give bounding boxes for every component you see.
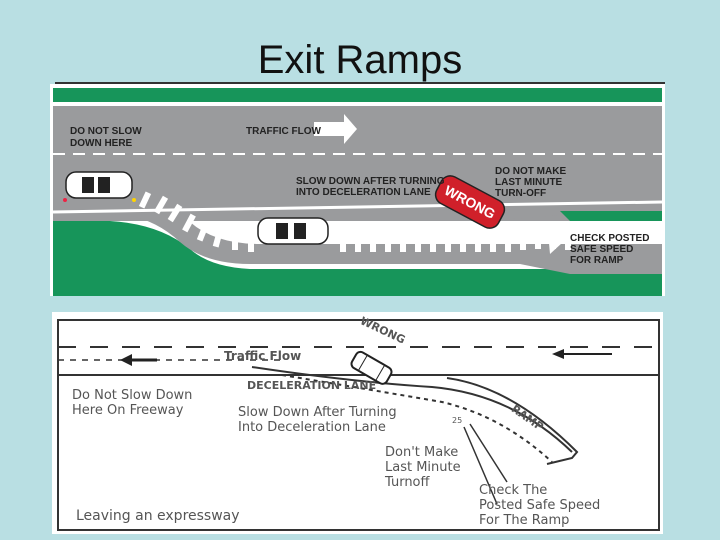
top-do-not-slow-1: DO NOT SLOW — [70, 126, 142, 137]
top-check-posted-2: SAFE SPEED — [570, 244, 633, 255]
top-do-not-make-3: TURN-OFF — [495, 188, 546, 199]
ramp-road — [110, 194, 662, 274]
pointer-line-2 — [469, 423, 508, 483]
top-check-posted-1: CHECK POSTED — [570, 233, 649, 244]
car-ramp-icon — [257, 217, 329, 245]
left-arrow-icon — [120, 354, 157, 366]
ramp-edge-lower — [281, 374, 553, 463]
top-slow-down-1: SLOW DOWN AFTER TURNING — [296, 176, 445, 187]
bottom-check-2: Posted Safe Speed — [479, 498, 600, 513]
decel-arrow-icon — [548, 232, 562, 254]
traffic-flow-arrow-icon — [314, 114, 357, 144]
bottom-slow-down-2: Into Deceleration Lane — [238, 420, 386, 435]
title-underline — [55, 82, 665, 84]
car-left-icon — [63, 171, 136, 202]
right-lane-arrow-icon — [552, 349, 612, 359]
bottom-slow-down-1: Slow Down After Turning — [238, 405, 397, 420]
top-do-not-slow-2: DOWN HERE — [70, 138, 133, 149]
bottom-caption: Leaving an expressway — [76, 508, 240, 524]
ramp-edge-upper — [251, 366, 573, 453]
bottom-grass — [53, 221, 662, 296]
bottom-traffic-flow: Traffic Flow — [224, 349, 301, 363]
top-check-posted-3: FOR RAMP — [570, 255, 624, 266]
deceleration-stripes — [138, 191, 571, 252]
bottom-deceleration-lane: DECELERATION LANE — [247, 379, 376, 392]
pointer-line-1 — [463, 426, 498, 505]
bottom-check-1: Check The — [479, 483, 547, 498]
bottom-do-not-slow-2: Here On Freeway — [72, 403, 184, 418]
top-exit-diagram: WRONG DO NOT SLOW DOWN HERE TRAFFIC FLOW… — [50, 84, 665, 296]
bottom-frame — [52, 312, 663, 534]
slide-title: Exit Ramps — [257, 38, 463, 82]
top-grass-strip — [53, 88, 662, 102]
bottom-dont-make-3: Turnoff — [384, 475, 431, 490]
wrong-car-icon: WRONG — [434, 175, 506, 229]
speed-sign-number: 25 — [452, 416, 462, 425]
bottom-dont-make-2: Last Minute — [385, 460, 461, 475]
top-traffic-flow: TRAFFIC FLOW — [246, 126, 322, 137]
bottom-exit-diagram: WRONG Traffic Flow DECELERATION LANE RAM… — [52, 312, 663, 534]
top-do-not-make-1: DO NOT MAKE — [495, 166, 566, 177]
gore-grass — [560, 211, 662, 221]
top-do-not-make-2: LAST MINUTE — [495, 177, 563, 188]
wrong-car-sketch-icon — [350, 350, 393, 385]
bottom-dont-make-1: Don't Make — [385, 445, 458, 460]
top-slow-down-2: INTO DECELERATION LANE — [296, 187, 431, 198]
bottom-do-not-slow-1: Do Not Slow Down — [72, 388, 192, 403]
bottom-check-3: For The Ramp — [479, 513, 569, 528]
